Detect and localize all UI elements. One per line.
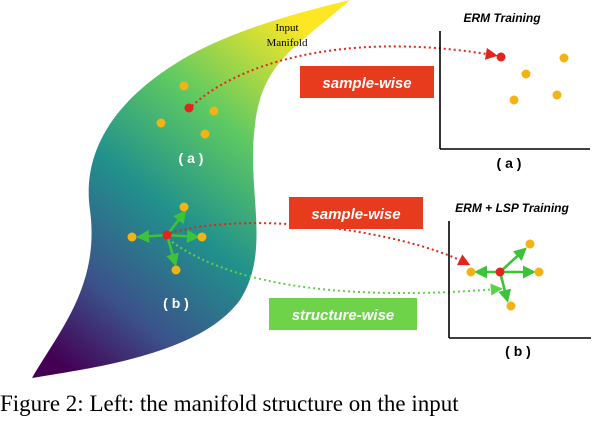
- sample-wise-badge-2-text: sample-wise: [311, 206, 400, 223]
- neighbor-point: [156, 118, 166, 128]
- manifold-label-b: ( b ): [163, 295, 189, 311]
- structure-wise-curve-b: [171, 241, 503, 296]
- neighbor-point: [209, 106, 219, 116]
- anchor-point: [495, 267, 505, 277]
- sample-wise-badge-1-text: sample-wise: [322, 75, 411, 92]
- neighbor-point: [197, 232, 207, 242]
- erm-panel-axes: [439, 31, 590, 150]
- erm-panel-points: [496, 52, 569, 105]
- structure-wise-badge: structure-wise: [269, 298, 417, 330]
- anchor-point: [162, 230, 172, 240]
- input-manifold-surface: [32, 0, 350, 378]
- diagram-canvas: Input Manifold ( a ) ( b ) sample-wise s…: [32, 0, 591, 378]
- erm-panel-label: ( a ): [497, 155, 522, 171]
- sample-wise-badge-1: sample-wise: [300, 66, 434, 98]
- anchor-point: [496, 52, 506, 62]
- neighbor-point: [509, 95, 519, 105]
- sample-wise-curve-a: [191, 45, 498, 107]
- neighbor-point: [179, 81, 189, 91]
- neighbor-point: [525, 239, 535, 249]
- manifold-label-line1: Input: [275, 22, 298, 34]
- neighbor-point: [200, 129, 210, 139]
- neighbor-point: [559, 53, 569, 63]
- neighbor-point: [171, 265, 181, 275]
- erm-lsp-panel-points: [466, 239, 544, 311]
- manifold-label-a: ( a ): [179, 150, 204, 166]
- neighbor-point: [466, 267, 476, 277]
- manifold-cluster-b: [127, 202, 207, 275]
- neighbor-point: [521, 69, 531, 79]
- structure-wise-badge-text: structure-wise: [292, 307, 395, 324]
- neighbor-point: [179, 202, 189, 212]
- sample-wise-badge-2: sample-wise: [289, 197, 423, 229]
- erm-lsp-panel-label: ( b ): [505, 343, 531, 359]
- erm-panel-title: ERM Training: [463, 11, 541, 25]
- manifold-label-line2: Manifold: [267, 37, 308, 49]
- anchor-point: [184, 103, 194, 113]
- neighbor-point: [534, 267, 544, 277]
- sample-wise-curve-b: [169, 222, 471, 266]
- neighbor-point: [127, 232, 137, 242]
- manifold-cluster-a: [156, 81, 219, 139]
- figure-caption: Figure 2: Left: the manifold structure o…: [0, 391, 459, 416]
- erm-lsp-panel-title: ERM + LSP Training: [455, 201, 569, 215]
- neighbor-point: [552, 90, 562, 100]
- neighbor-point: [506, 301, 516, 311]
- erm-lsp-panel-axes: [448, 221, 591, 339]
